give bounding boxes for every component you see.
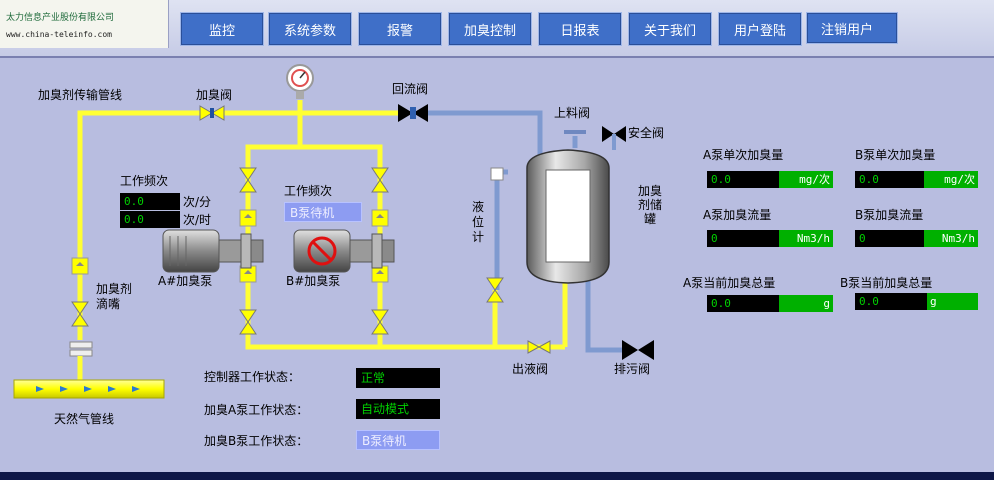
readout-a-total-label: A泵当前加臭总量	[683, 276, 776, 290]
status-pump-b-label: 加臭B泵工作状态：	[204, 434, 309, 448]
readout-b-flow-display: 0 Nm3/h	[855, 230, 978, 247]
valve-drain[interactable]	[622, 340, 654, 360]
header-bar: 太力信息产业股份有限公司 www.china-teleinfo.com 监控 系…	[0, 0, 994, 58]
pump-a-freq-title: 工作频次	[120, 174, 169, 188]
status-pump-a-label: 加臭A泵工作状态：	[204, 403, 309, 417]
label-return-valve: 回流阀	[392, 82, 429, 96]
status-controller-label: 控制器工作状态：	[204, 370, 301, 384]
pump-b-icon	[293, 229, 395, 273]
pump-a-freq-per-min-display: 0.0	[120, 193, 180, 210]
nav-daily-report[interactable]: 日报表	[538, 12, 622, 46]
pump-a-freq-per-hour-unit: 次/时	[183, 213, 212, 227]
gas-pipeline-icon	[13, 379, 165, 399]
label-outlet-valve: 出液阀	[512, 362, 549, 376]
label-drain-valve: 排污阀	[614, 362, 651, 376]
pump-a-freq-per-hour-display: 0.0	[120, 211, 180, 228]
status-pump-b-value: B泵待机	[356, 430, 440, 450]
valve-b-upper[interactable]	[371, 167, 389, 193]
pump-a-freq-per-min-unit: 次/分	[183, 195, 212, 209]
readout-b-single-label: B泵单次加臭量	[855, 148, 936, 162]
pump-a-icon	[162, 229, 264, 273]
pump-b-freq-status: B泵待机	[284, 202, 362, 222]
label-tank: 加臭剂储罐	[637, 184, 662, 226]
readout-b-single-display: 0.0 mg/次	[855, 171, 978, 188]
valve-a-upper[interactable]	[239, 167, 257, 193]
valve-return[interactable]	[398, 104, 428, 122]
nav-alarm[interactable]: 报警	[358, 12, 442, 46]
valve-b-lower[interactable]	[371, 309, 389, 335]
label-nozzle: 加臭剂滴嘴	[96, 282, 133, 311]
nav-logout[interactable]: 注销用户	[806, 12, 898, 44]
valve-outlet[interactable]	[527, 340, 551, 354]
nav-user-login[interactable]: 用户登陆	[718, 12, 802, 46]
readout-a-total-display: 0.0 g	[707, 295, 833, 312]
status-pump-a-value: 自动模式	[356, 399, 440, 419]
label-safety-valve: 安全阀	[628, 126, 665, 140]
company-website: www.china-teleinfo.com	[6, 30, 112, 39]
pump-b-freq-title: 工作频次	[284, 184, 333, 198]
nozzle-flange-icon	[69, 341, 93, 380]
valve-level-line[interactable]	[486, 277, 504, 303]
label-dosing-valve: 加臭阀	[196, 88, 233, 102]
label-gas-pipeline: 天然气管线	[54, 412, 115, 426]
readout-a-single-display: 0.0 mg/次	[707, 171, 833, 188]
valve-dosing[interactable]	[199, 105, 225, 121]
label-pump-a: A#加臭泵	[158, 274, 213, 288]
nav-system-params[interactable]: 系统参数	[268, 12, 352, 46]
bottom-bar	[0, 472, 994, 480]
company-name: 太力信息产业股份有限公司	[6, 13, 115, 23]
readout-b-total-display: 0.0 g	[855, 293, 978, 310]
odorant-tank-icon	[490, 149, 610, 284]
readout-b-flow-label: B泵加臭流量	[855, 208, 924, 222]
readout-a-single-label: A泵单次加臭量	[703, 148, 784, 162]
pressure-gauge-icon	[286, 64, 314, 99]
label-level-gauge: 液位计	[472, 200, 485, 244]
valve-safety[interactable]	[602, 126, 626, 150]
company-logo: 太力信息产业股份有限公司 www.china-teleinfo.com	[0, 0, 169, 48]
readout-a-flow-label: A泵加臭流量	[703, 208, 772, 222]
nav-about-us[interactable]: 关于我们	[628, 12, 712, 46]
valve-a-lower[interactable]	[239, 309, 257, 335]
nav-monitor[interactable]: 监控	[180, 12, 264, 46]
readout-a-flow-display: 0 Nm3/h	[707, 230, 833, 247]
label-pump-b: B#加臭泵	[286, 274, 341, 288]
valve-nozzle[interactable]	[71, 301, 89, 327]
nav-odorant-control[interactable]: 加臭控制	[448, 12, 532, 46]
status-controller-value: 正常	[356, 368, 440, 388]
label-pipeline: 加臭剂传输管线	[38, 88, 123, 102]
label-feed-valve: 上料阀	[554, 106, 591, 120]
check-valves	[71, 209, 389, 283]
readout-b-total-label: B泵当前加臭总量	[840, 276, 933, 290]
